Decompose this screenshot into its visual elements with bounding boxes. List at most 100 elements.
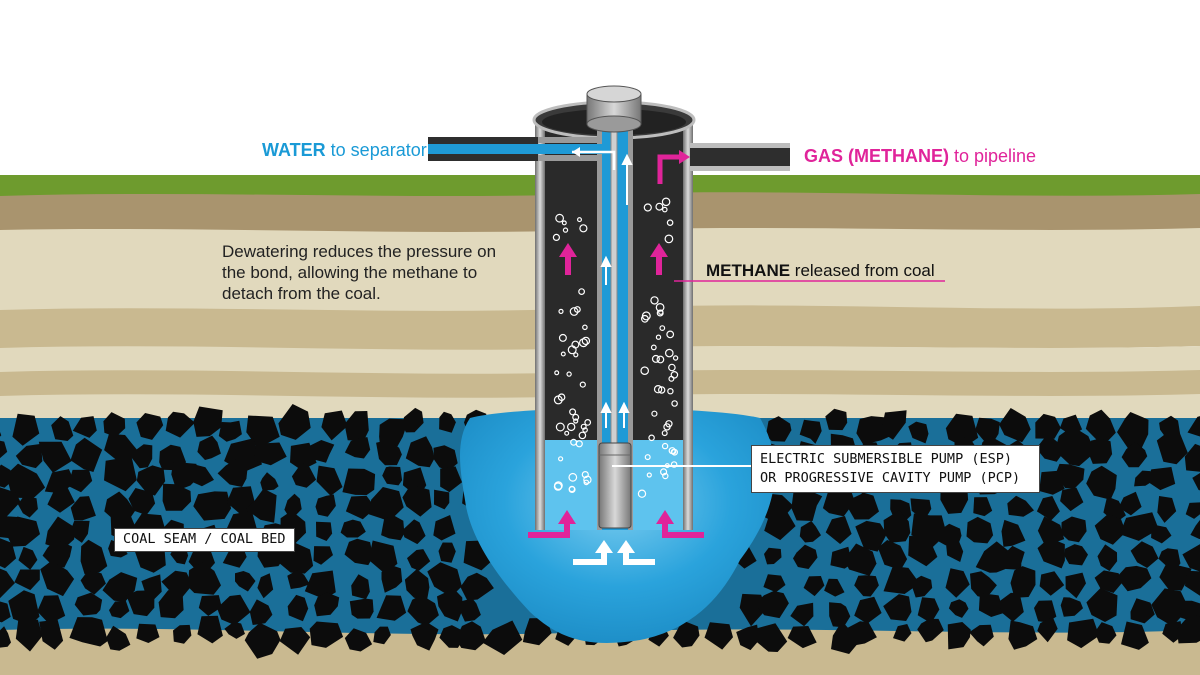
- coal-chunk: [309, 621, 344, 648]
- gas-bubble: [658, 386, 666, 394]
- gas-bubble: [579, 224, 588, 233]
- coal-chunk: [803, 576, 825, 597]
- coal-chunk: [0, 431, 2, 437]
- gas-bubble: [663, 423, 671, 431]
- coal-chunk: [799, 520, 821, 543]
- coal-chunk: [313, 546, 333, 565]
- gas-bubble: [562, 227, 569, 233]
- coal-chunk: [1184, 443, 1200, 472]
- coal-chunk: [440, 466, 462, 493]
- coal-chunk: [704, 622, 733, 650]
- coal-chunk: [316, 521, 333, 541]
- coal-chunk: [1117, 412, 1149, 449]
- coal-chunk: [368, 487, 404, 522]
- gas-bubble: [661, 206, 668, 213]
- gas-bubble: [581, 336, 591, 346]
- coal-chunk: [754, 591, 789, 619]
- coal-chunk: [427, 562, 462, 597]
- gas-bubble: [557, 456, 564, 462]
- coal-chunk: [829, 602, 851, 628]
- coal-chunk: [455, 621, 486, 651]
- coal-chunk: [37, 595, 66, 624]
- coal-chunk: [673, 621, 700, 648]
- coal-chunk: [825, 408, 848, 431]
- coal-chunk: [1119, 512, 1159, 541]
- gas-bubble: [659, 468, 668, 476]
- coal-chunk: [1004, 545, 1025, 570]
- coal-chunk: [1039, 571, 1065, 596]
- coal-chunk: [308, 440, 335, 463]
- gas-bubble: [664, 234, 674, 244]
- coal-chunk: [235, 571, 256, 592]
- coal-chunk: [44, 469, 76, 494]
- coal-chunk: [1055, 463, 1085, 489]
- coal-chunk: [321, 410, 348, 441]
- coal-chunk: [344, 538, 373, 566]
- coal-chunk: [1064, 544, 1088, 566]
- coal-chunk: [0, 601, 11, 623]
- coal-chunk: [1010, 566, 1036, 598]
- coal-chunk: [947, 622, 971, 650]
- coal-chunk: [917, 618, 944, 643]
- coal-chunk: [1065, 572, 1086, 599]
- pump-label-line-2: OR PROGRESSIVE CAVITY PUMP (PCP): [760, 470, 1021, 486]
- dewatering-note: Dewatering reduces the pressure on the b…: [222, 242, 497, 303]
- coal-chunk: [1035, 413, 1061, 439]
- coal-chunk: [0, 538, 17, 569]
- coal-chunk: [1086, 465, 1117, 500]
- coal-chunk: [158, 590, 184, 619]
- coal-chunk: [47, 486, 75, 513]
- coal-chunk: [340, 519, 366, 538]
- coal-chunk: [410, 621, 439, 651]
- coal-chunk: [1001, 519, 1026, 547]
- gas-bubble: [661, 442, 669, 450]
- coal-chunk: [381, 565, 403, 593]
- gas-bubble: [581, 471, 589, 479]
- gas-bubble: [662, 472, 669, 480]
- coal-chunk: [831, 621, 861, 654]
- gas-bubble: [655, 334, 662, 340]
- coal-chunk: [104, 433, 139, 465]
- coal-chunk: [482, 620, 523, 655]
- coal-chunk: [877, 540, 908, 570]
- coal-chunk: [460, 572, 494, 601]
- coal-chunk: [287, 570, 310, 589]
- coal-chunk: [765, 416, 792, 442]
- gas-bubble: [552, 233, 561, 241]
- coal-seam-label: COAL SEAM / COAL BED: [114, 528, 295, 552]
- gas-bubble: [651, 354, 660, 363]
- coal-chunk: [136, 465, 166, 496]
- coal-chunk: [381, 515, 405, 541]
- coal-chunk: [0, 568, 15, 599]
- coal-chunk: [1159, 563, 1192, 591]
- coal-chunk: [433, 445, 458, 471]
- coal-chunk: [945, 413, 979, 448]
- coal-chunk: [257, 573, 274, 599]
- coal-chunk: [439, 625, 464, 648]
- gas-to-pipeline-label: GAS (METHANE) to pipeline: [804, 146, 1036, 167]
- gas-bubble: [582, 427, 588, 433]
- gas-bubble: [666, 330, 675, 339]
- gas-bubble: [664, 348, 674, 358]
- coal-chunk: [945, 568, 970, 598]
- coal-chunk: [966, 516, 994, 544]
- coal-chunk: [1060, 597, 1083, 617]
- annulus-left: [545, 130, 597, 440]
- coal-chunk: [764, 547, 782, 565]
- gas-bubble: [569, 408, 577, 416]
- coal-chunk: [973, 497, 993, 517]
- coal-chunk: [376, 595, 407, 621]
- coal-chunk: [0, 487, 21, 517]
- gas-bubble: [555, 422, 565, 432]
- coal-chunk: [198, 595, 222, 616]
- coal-chunk: [1037, 616, 1058, 643]
- coal-chunk: [999, 408, 1031, 443]
- coal-chunk: [402, 407, 424, 433]
- coal-chunk: [316, 465, 343, 496]
- gas-bubble: [578, 338, 588, 348]
- coal-chunk: [790, 602, 814, 627]
- gas-bubble: [670, 448, 677, 455]
- coal-chunk: [224, 621, 245, 639]
